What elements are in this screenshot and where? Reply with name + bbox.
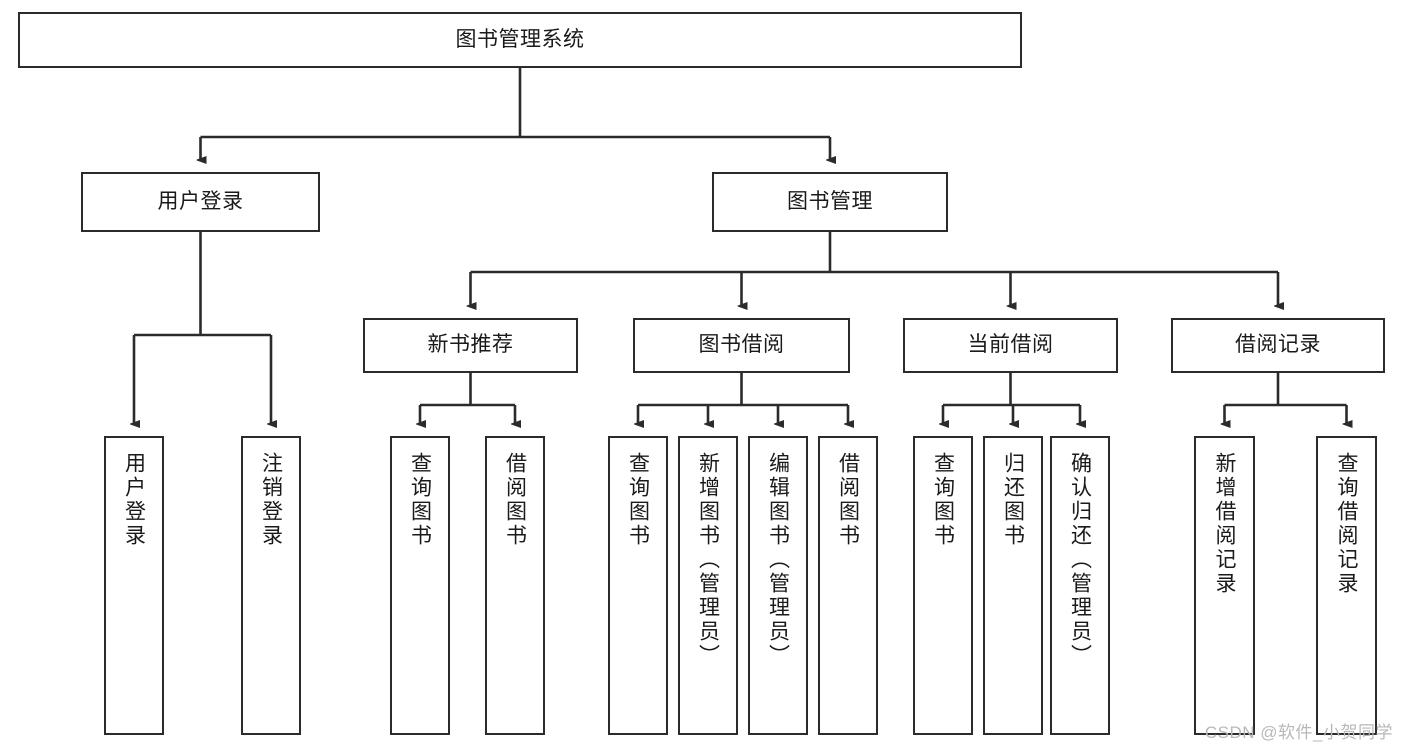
node-label: 查询图书 [626, 452, 650, 548]
node-leaf-q3[interactable]: 查询图书 [913, 436, 973, 735]
node-login[interactable]: 用户登录 [81, 172, 320, 232]
node-leaf-logout[interactable]: 注销登录 [241, 436, 301, 735]
node-leaf-add[interactable]: 新增图书（管理员） [678, 436, 738, 735]
node-label: 查询图书 [931, 452, 955, 548]
node-root[interactable]: 图书管理系统 [18, 12, 1022, 68]
node-leaf-ret[interactable]: 归还图书 [983, 436, 1043, 735]
node-label: 新书推荐 [427, 333, 514, 357]
node-label: 归还图书 [1001, 452, 1025, 548]
node-label: 借阅图书 [836, 452, 860, 548]
node-label: 新增图书（管理员） [696, 452, 720, 668]
node-label: 图书借阅 [698, 333, 785, 357]
node-leaf-q2[interactable]: 查询图书 [608, 436, 668, 735]
node-leaf-q1[interactable]: 查询图书 [390, 436, 450, 735]
node-label: 注销登录 [259, 452, 283, 548]
node-borrow[interactable]: 图书借阅 [633, 318, 850, 373]
node-bookmgmt[interactable]: 图书管理 [712, 172, 948, 232]
node-label: 图书管理系统 [455, 27, 585, 51]
node-label: 当前借阅 [967, 333, 1054, 357]
node-leaf-b1[interactable]: 借阅图书 [485, 436, 545, 735]
node-leaf-login[interactable]: 用户登录 [104, 436, 164, 735]
node-newbook[interactable]: 新书推荐 [363, 318, 578, 373]
node-label: 图书管理 [787, 189, 873, 213]
node-leaf-edit[interactable]: 编辑图书（管理员） [748, 436, 808, 735]
node-label: 新增借阅记录 [1213, 452, 1236, 596]
node-label: 用户登录 [157, 189, 244, 213]
node-label: 借阅记录 [1235, 333, 1321, 357]
node-label: 确认归还（管理员） [1068, 452, 1092, 668]
node-current[interactable]: 当前借阅 [903, 318, 1118, 373]
node-leaf-qrec[interactable]: 查询借阅记录 [1316, 436, 1377, 735]
node-leaf-conf[interactable]: 确认归还（管理员） [1050, 436, 1110, 735]
node-label: 查询借阅记录 [1335, 452, 1358, 596]
node-leaf-addrec[interactable]: 新增借阅记录 [1194, 436, 1255, 735]
edge-group [134, 68, 1347, 424]
node-label: 用户登录 [122, 452, 146, 548]
node-leaf-b2[interactable]: 借阅图书 [818, 436, 878, 735]
node-label: 编辑图书（管理员） [766, 452, 790, 668]
node-records[interactable]: 借阅记录 [1171, 318, 1385, 373]
node-label: 借阅图书 [503, 452, 527, 548]
node-label: 查询图书 [408, 452, 432, 548]
